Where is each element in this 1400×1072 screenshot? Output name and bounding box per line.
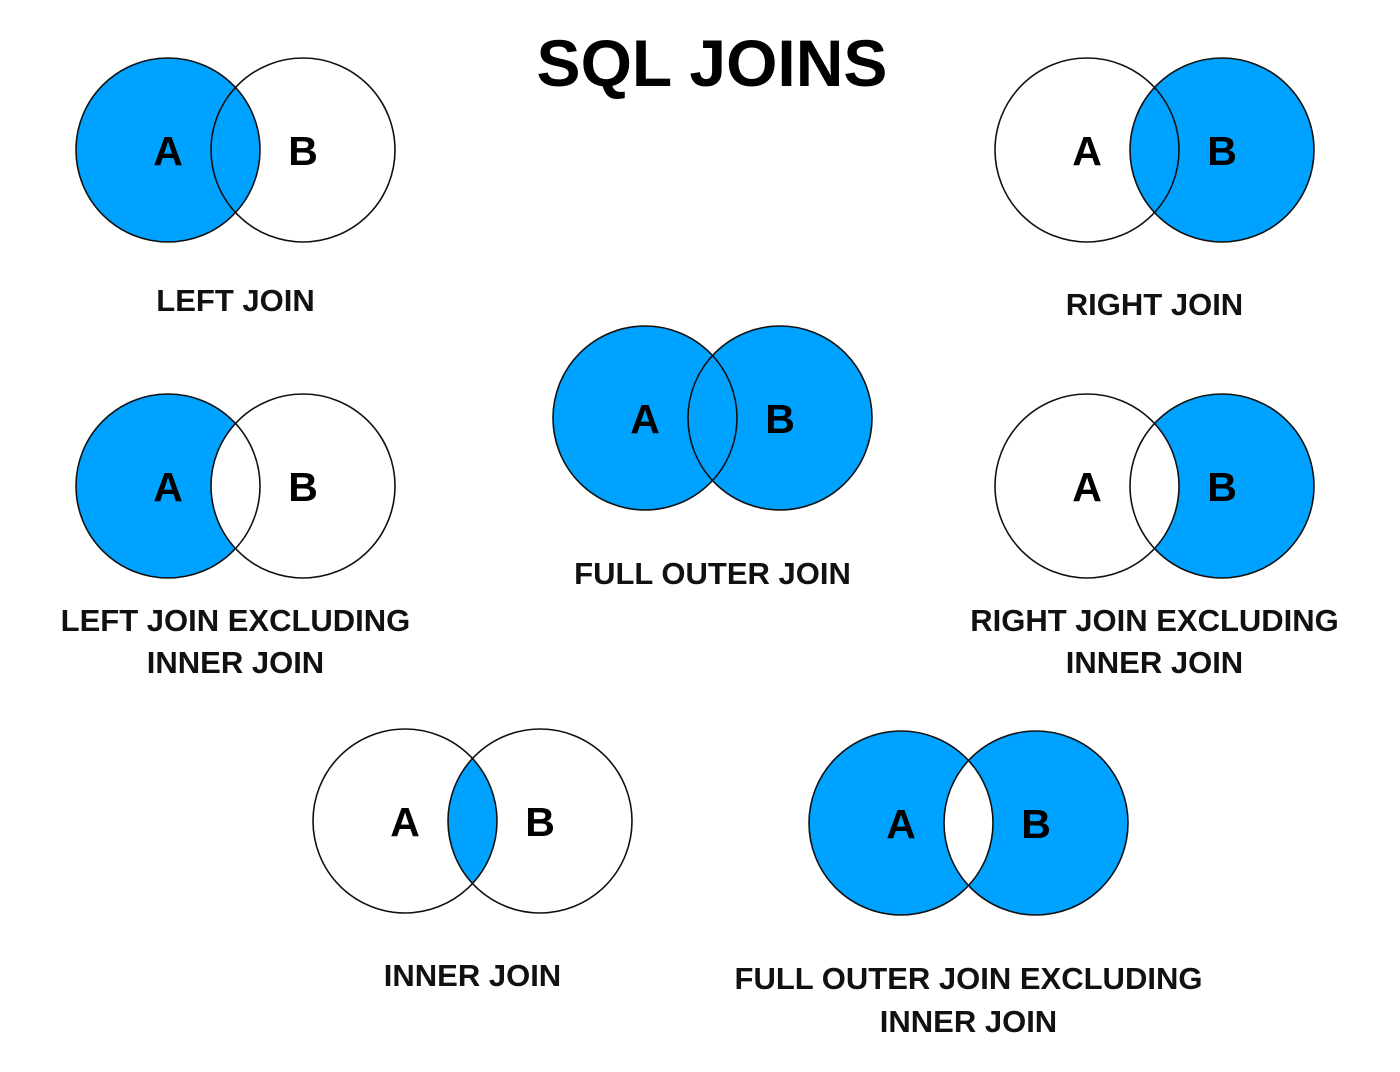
join-full-outer-join-excluding-inner-join: A B FULL OUTER JOIN EXCLUDING INNER JOIN: [735, 730, 1203, 1039]
circle-a-outline: [994, 393, 1180, 579]
label-a: A: [1072, 128, 1102, 174]
region-intersection: [688, 355, 738, 481]
region-b-only: [968, 730, 1128, 915]
label-b: B: [1207, 128, 1237, 174]
join-caption: LEFT JOIN: [156, 283, 314, 318]
label-a: A: [886, 801, 916, 847]
region-intersection: [211, 87, 260, 213]
circle-a-outline: [312, 728, 498, 914]
join-left-join: A B LEFT JOIN: [75, 57, 396, 318]
region-b-only: [235, 394, 396, 578]
region-a-only: [313, 728, 473, 913]
label-a: A: [390, 799, 420, 845]
region-a-only: [995, 57, 1155, 243]
label-b: B: [1021, 801, 1051, 847]
join-right-join: A B RIGHT JOIN: [994, 57, 1315, 322]
join-caption: FULL OUTER JOIN EXCLUDING: [735, 961, 1203, 996]
join-caption: FULL OUTER JOIN: [574, 556, 851, 591]
join-right-join-excluding-inner-join: A B RIGHT JOIN EXCLUDING INNER JOIN: [970, 393, 1339, 680]
label-a: A: [1072, 464, 1102, 510]
label-a: A: [630, 396, 660, 442]
region-a-only: [75, 57, 236, 242]
label-b: B: [1207, 464, 1237, 510]
label-a: A: [153, 464, 183, 510]
region-intersection: [448, 758, 497, 884]
join-caption: INNER JOIN: [880, 1004, 1057, 1039]
label-b: B: [288, 464, 318, 510]
label-b: B: [765, 396, 795, 442]
join-caption: RIGHT JOIN: [1066, 287, 1243, 322]
region-a-only: [995, 394, 1155, 578]
region-intersection: [1130, 423, 1179, 549]
diagram-title: SQL JOINS: [537, 26, 888, 100]
region-b-only: [1154, 57, 1314, 242]
region-b-only: [472, 728, 632, 913]
label-b: B: [525, 799, 555, 845]
label-b: B: [288, 128, 318, 174]
circle-b-outline: [687, 325, 873, 511]
join-caption: INNER JOIN: [1066, 645, 1243, 680]
circle-b-outline: [447, 728, 633, 914]
region-intersection: [211, 423, 260, 549]
region-b-only: [712, 326, 872, 511]
region-intersection: [943, 760, 993, 886]
circle-a-outline: [808, 730, 994, 916]
join-inner-join: A B INNER JOIN: [312, 728, 633, 993]
join-caption: INNER JOIN: [147, 645, 324, 680]
join-caption: LEFT JOIN EXCLUDING: [61, 603, 411, 638]
region-a-only: [75, 394, 236, 578]
join-full-outer-join: A B FULL OUTER JOIN: [552, 325, 873, 591]
region-a-only: [553, 326, 713, 511]
region-intersection: [1130, 87, 1179, 213]
circle-a-outline: [552, 325, 738, 511]
join-caption: INNER JOIN: [384, 958, 561, 993]
join-left-join-excluding-inner-join: A B LEFT JOIN EXCLUDING INNER JOIN: [61, 393, 411, 680]
circle-a-outline: [75, 393, 261, 579]
region-b-only: [235, 57, 396, 242]
joins-layer: A B LEFT JOIN A B RIGHT JOIN A B FULL OUTER JOIN…: [61, 57, 1339, 1039]
circle-a-outline: [994, 57, 1180, 243]
circle-b-outline: [210, 57, 396, 243]
circle-b-outline: [210, 393, 396, 579]
label-a: A: [153, 128, 183, 174]
circle-b-outline: [943, 730, 1129, 916]
circle-a-outline: [75, 57, 261, 243]
region-b-only: [1154, 394, 1314, 578]
join-caption: RIGHT JOIN EXCLUDING: [970, 603, 1339, 638]
circle-b-outline: [1129, 57, 1315, 243]
region-a-only: [809, 730, 969, 915]
circle-b-outline: [1129, 393, 1315, 579]
